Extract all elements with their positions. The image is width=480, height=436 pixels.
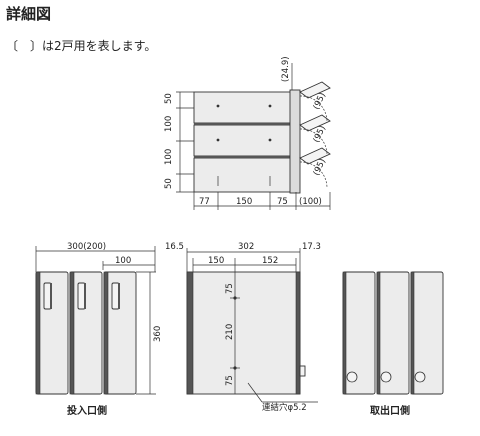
front-view: 300(200) 100 360 投入口側 <box>35 242 163 417</box>
front-caption: 投入口側 <box>67 404 107 417</box>
stack-box-3 <box>193 157 296 193</box>
bottom-dim-3: 75 <box>277 197 288 207</box>
left-dim-4: 50 <box>164 178 174 189</box>
back-view: 取出口側 <box>342 271 444 417</box>
side-view: 16.5 302 17.3 150 152 75 210 75 <box>165 242 321 413</box>
v-dim-75-top: 75 <box>225 283 235 294</box>
bottom-dim-2: 150 <box>236 197 252 207</box>
stack-view: (95) (95) (95) (24.9) 50 100 100 50 77 <box>164 56 331 210</box>
stack-box-1 <box>193 91 296 124</box>
bottom-dim-4: (100) <box>299 197 322 207</box>
side-dim-17-3: 17.3 <box>302 242 321 252</box>
mail-slot-1 <box>43 282 52 310</box>
lock-2 <box>380 371 392 383</box>
side-dim-302: 302 <box>238 242 254 252</box>
front-width-dim: 300(200) <box>67 242 106 252</box>
page-title: 詳細図 <box>6 5 52 23</box>
stack-box-2 <box>193 124 296 157</box>
dim-24-9: (24.9) <box>281 56 291 82</box>
side-dim-150: 150 <box>208 256 224 266</box>
bracket-note: 〔 〕は2戸用を表します。 <box>6 39 157 53</box>
mail-slot-3 <box>111 282 120 310</box>
front-unit-dim: 100 <box>115 256 131 266</box>
front-height-dim: 360 <box>153 326 163 342</box>
lock-1 <box>346 371 358 383</box>
stack-rear-panel <box>289 89 301 194</box>
mail-slot-2 <box>77 282 86 310</box>
v-dim-210: 210 <box>225 324 235 340</box>
left-dim-1: 50 <box>164 93 174 104</box>
side-dim-16-5: 16.5 <box>165 242 184 252</box>
hole-label: 連結穴φ5.2 <box>262 402 307 413</box>
side-body <box>186 271 301 395</box>
back-caption: 取出口側 <box>370 404 410 417</box>
left-dim-2: 100 <box>164 116 174 132</box>
side-dim-152: 152 <box>262 256 278 266</box>
bottom-dim-1: 77 <box>199 197 210 207</box>
lock-3 <box>414 371 426 383</box>
v-dim-75-bottom: 75 <box>225 375 235 386</box>
left-dim-3: 100 <box>164 149 174 165</box>
